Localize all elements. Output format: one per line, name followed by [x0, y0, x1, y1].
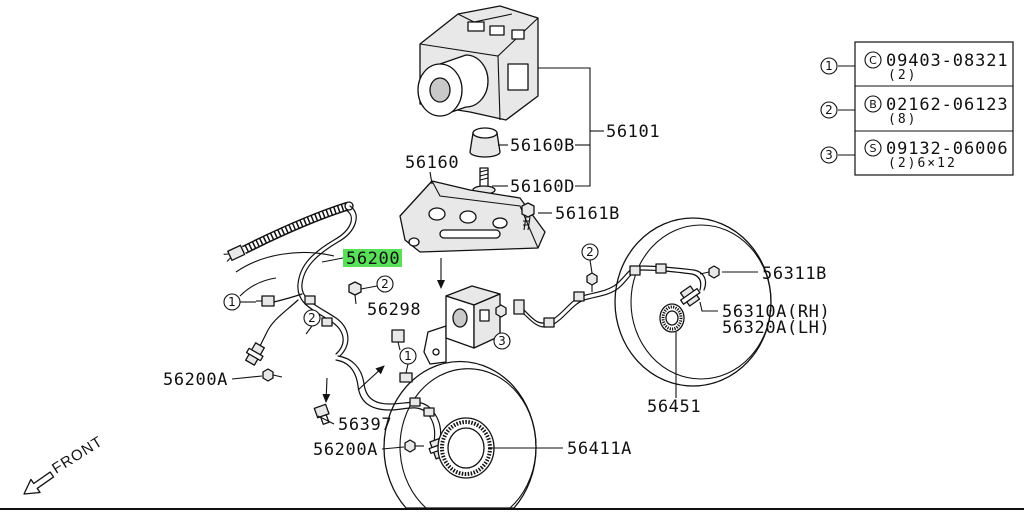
harness-bolt-rear: [586, 272, 598, 292]
callout-number: 1: [404, 349, 412, 363]
callout-1: 1: [399, 347, 417, 365]
legend-row: 3 S 09132-06006 (2)6×12: [820, 139, 1008, 171]
part-number-label[interactable]: 56320A(LH): [722, 318, 830, 338]
legend-type-letter: C: [869, 54, 877, 67]
legend-quantity: (2)6×12: [888, 156, 957, 171]
callout-number: 3: [498, 334, 506, 348]
part-number-label[interactable]: 56310A(RH): [722, 302, 830, 322]
part-number-label[interactable]: 56160B: [510, 136, 575, 156]
part-number-label[interactable]: 56397: [338, 415, 392, 435]
legend-row: 1 C 09403-08321 (2): [820, 51, 1008, 83]
part-number-label[interactable]: 56160D: [510, 177, 575, 197]
front-direction-indicator: FRONT: [23, 433, 106, 495]
callout-number: 2: [308, 311, 316, 325]
abs-control-module: [423, 285, 501, 365]
wheel-speed-sensor-front-left: [245, 342, 265, 366]
legend-part-number: 09403-08321: [886, 51, 1008, 71]
front-sensor-harness: [335, 329, 442, 443]
part-number-label[interactable]: 56200A: [313, 440, 378, 460]
abs-wiring-harness: [223, 201, 357, 357]
legend-quantity: (8): [888, 112, 917, 127]
part-number-label[interactable]: 56161B: [555, 204, 620, 224]
part-number-label[interactable]: 56101: [606, 122, 660, 142]
part-number-label[interactable]: 56311B: [762, 264, 827, 284]
sensor-bolt: [262, 368, 283, 382]
tone-ring-rear: [659, 303, 685, 333]
callout-3: 3: [493, 332, 511, 350]
callout-1: 1: [223, 293, 241, 311]
abs-hydraulic-unit: [417, 5, 539, 121]
part-number-label[interactable]: 56451: [647, 397, 701, 417]
legend-row-number: 1: [825, 59, 833, 73]
legend-row-number: 2: [825, 103, 833, 117]
leader-lines: [231, 67, 758, 450]
tone-ring-front: [437, 417, 495, 479]
legend-quantity: (2): [888, 68, 917, 83]
legend-row-number: 3: [825, 148, 833, 162]
callout-number: 1: [228, 295, 236, 309]
bracket-bolt: [521, 202, 535, 231]
wheel-speed-sensor-rear: [679, 285, 701, 307]
callout-2: 2: [581, 243, 599, 261]
front-arrow-icon: [23, 471, 55, 495]
legend-row: 2 B 02162-06123 (8): [820, 95, 1008, 127]
sensor-bolt-bottom: [404, 439, 424, 453]
module-bolt: [495, 304, 507, 318]
selected-part-highlight: [343, 249, 402, 267]
fastener-legend: 1 C 09403-08321 (2) 2 B 02162-06123 (8) …: [820, 41, 1014, 176]
part-number-label[interactable]: 56160: [405, 153, 459, 173]
front-label: FRONT: [49, 433, 106, 477]
assembly-arrows: [322, 258, 445, 403]
left-tire-outline: [235, 251, 335, 297]
legend-type-letter: S: [870, 142, 877, 155]
rear-sensor-harness: [513, 263, 707, 328]
callout-2: 2: [303, 309, 321, 327]
legend-type-letter: B: [869, 98, 877, 111]
rubber-mount: [469, 127, 501, 158]
legend-part-number: 09132-06006: [886, 139, 1008, 159]
harness-bolt: [348, 281, 362, 305]
abs-bracket: [399, 180, 546, 253]
mount-stud: [472, 167, 496, 195]
legend-part-number: 02162-06123: [886, 95, 1008, 115]
callout-number: 2: [586, 245, 594, 259]
callout-number: 2: [381, 277, 389, 291]
sensor-bolt-rear: [699, 265, 720, 279]
part-number-label-selected[interactable]: 56200: [346, 249, 400, 269]
part-number-label[interactable]: 56411A: [567, 439, 632, 459]
part-number-label[interactable]: 56298: [367, 300, 421, 320]
callout-2: 2: [376, 275, 394, 293]
part-number-label[interactable]: 56200A: [163, 370, 228, 390]
